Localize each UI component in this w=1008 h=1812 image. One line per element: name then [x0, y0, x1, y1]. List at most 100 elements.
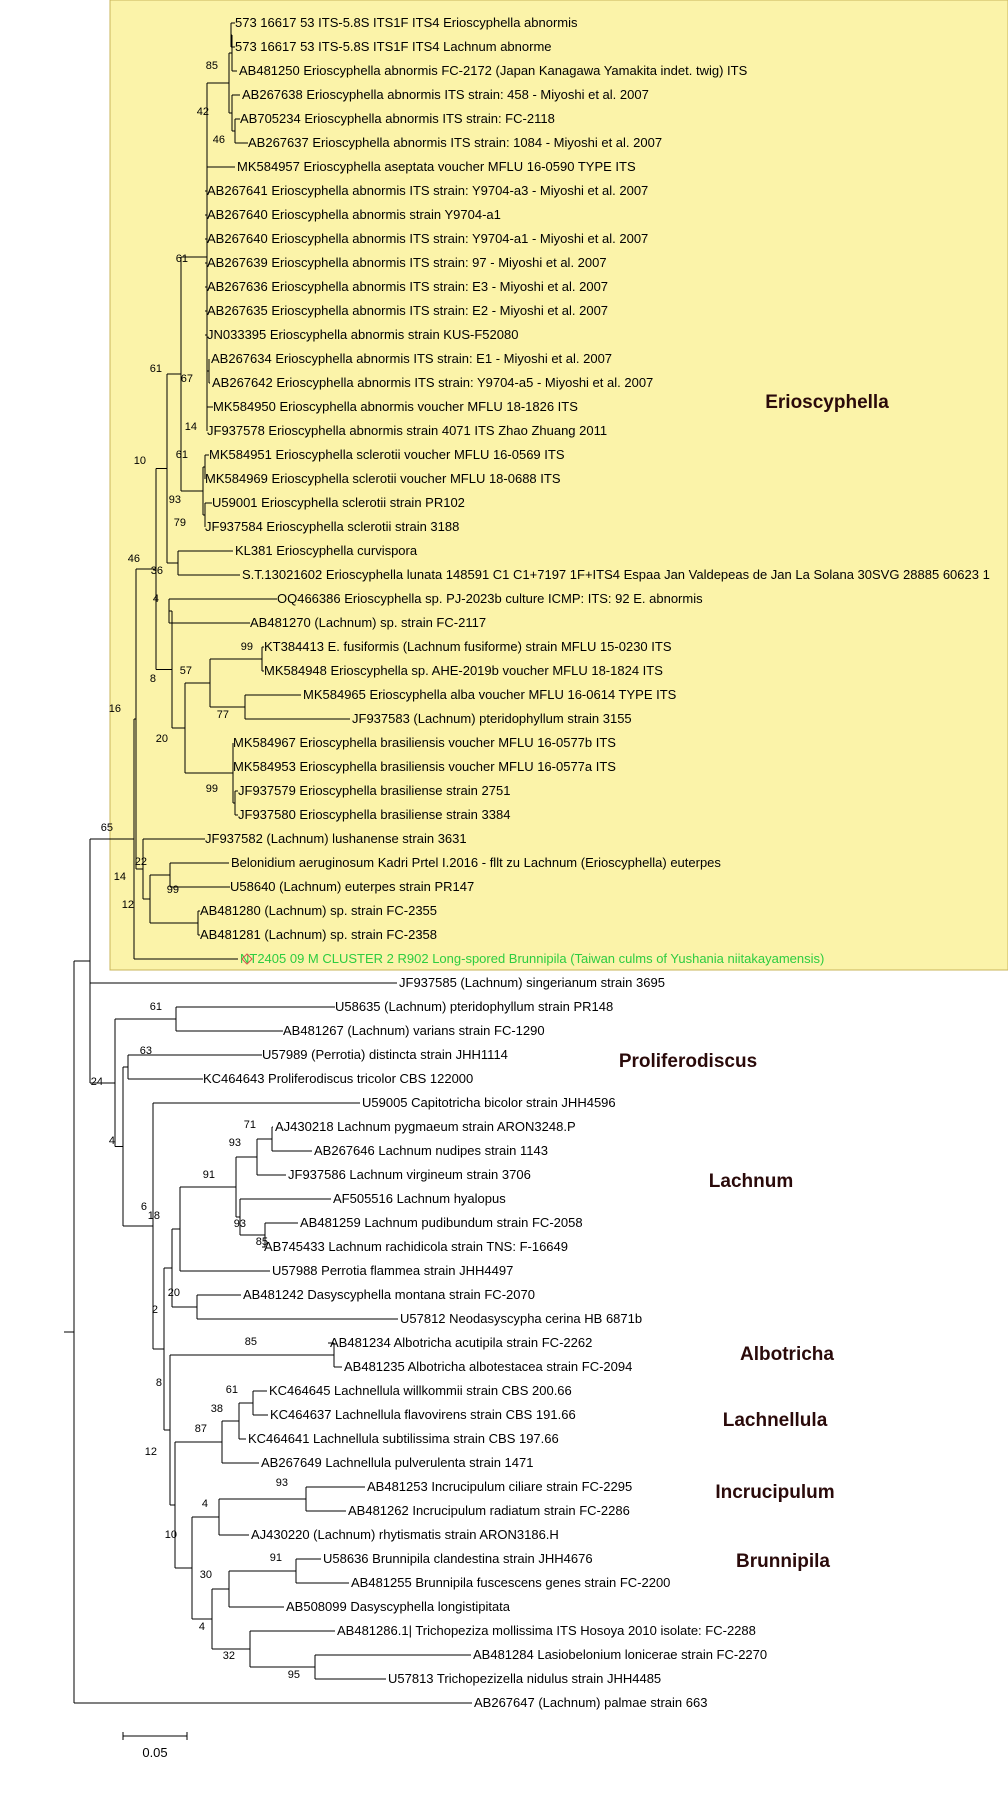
support-value: 61 [176, 253, 188, 265]
leaf-label: AJ430220 (Lachnum) rhytismatis strain AR… [251, 1527, 559, 1542]
query-marker-icon [241, 953, 253, 965]
support-value: 6 [141, 1201, 147, 1213]
leaf-label: AB745433 Lachnum rachidicola strain TNS:… [264, 1239, 568, 1254]
leaf-label: KC464645 Lachnellula willkommii strain C… [269, 1383, 572, 1398]
leaf-label: AB705234 Erioscyphella abnormis ITS stra… [240, 111, 555, 126]
leaf-label: AB481253 Incrucipulum ciliare strain FC-… [367, 1479, 632, 1494]
clade-label-erioscyphella: Erioscyphella [765, 392, 889, 413]
clade-label-proliferodiscus: Proliferodiscus [619, 1051, 757, 1072]
clade-label-incrucipulum: Incrucipulum [715, 1482, 834, 1503]
leaf-label: AB267634 Erioscyphella abnormis ITS stra… [211, 351, 612, 366]
leaf-label: AB481280 (Lachnum) sp. strain FC-2355 [200, 903, 437, 918]
support-value: 87 [195, 1423, 207, 1435]
scale-bar-label: 0.05 [142, 1745, 167, 1760]
support-value: 36 [151, 565, 163, 577]
leaf-label: MK584953 Erioscyphella brasiliensis vouc… [233, 759, 616, 774]
support-value: 93 [276, 1477, 288, 1489]
leaf-label: JF937578 Erioscyphella abnormis strain 4… [207, 423, 607, 438]
leaf-label: AB267639 Erioscyphella abnormis ITS stra… [207, 255, 607, 270]
support-value: 24 [91, 1076, 103, 1088]
support-value: 38 [211, 1403, 223, 1415]
support-value: 8 [156, 1377, 162, 1389]
tree-branches [64, 22, 472, 1704]
support-value: 85 [206, 60, 218, 72]
leaf-label: U58635 (Lachnum) pteridophyllum strain P… [335, 999, 613, 1014]
support-value: 20 [156, 733, 168, 745]
support-value: 85 [256, 1236, 268, 1248]
leaf-label: AB481281 (Lachnum) sp. strain FC-2358 [200, 927, 437, 942]
support-value: 32 [223, 1650, 235, 1662]
support-value: 77 [217, 709, 229, 721]
support-value: 46 [128, 553, 140, 565]
support-value: 12 [145, 1446, 157, 1458]
support-value: 91 [270, 1552, 282, 1564]
leaf-label: AB267646 Lachnum nudipes strain 1143 [314, 1143, 548, 1158]
support-value: 12 [122, 899, 134, 911]
clade-label-albotricha: Albotricha [740, 1344, 834, 1365]
leaf-label: U57812 Neodasyscypha cerina HB 6871b [400, 1311, 642, 1326]
support-value: 46 [213, 134, 225, 146]
leaf-labels: 573 16617 53 ITS-5.8S ITS1F ITS4 Erioscy… [200, 15, 990, 1710]
leaf-label: AB481235 Albotricha albotestacea strain … [344, 1359, 632, 1374]
leaf-label: MK584948 Erioscyphella sp. AHE-2019b vou… [264, 663, 663, 678]
support-value: 99 [167, 884, 179, 896]
support-value: 2 [152, 1304, 158, 1316]
support-value: 93 [169, 494, 181, 506]
support-value: 4 [199, 1621, 205, 1633]
leaf-label: KT384413 E. fusiformis (Lachnum fusiform… [264, 639, 672, 654]
support-value: 95 [288, 1669, 300, 1681]
leaf-label: U59005 Capitotricha bicolor strain JHH45… [362, 1095, 616, 1110]
clade-labels: ErioscyphellaProliferodiscusLachnumAlbot… [619, 392, 889, 1572]
leaf-label: AB267637 Erioscyphella abnormis ITS stra… [248, 135, 662, 150]
leaf-label: NT2405 09 M CLUSTER 2 R902 Long-spored B… [240, 951, 824, 966]
support-value: 93 [229, 1137, 241, 1149]
support-value: 4 [153, 593, 159, 605]
leaf-label: MK584969 Erioscyphella sclerotii voucher… [205, 471, 561, 486]
leaf-label: KC464643 Proliferodiscus tricolor CBS 12… [203, 1071, 473, 1086]
leaf-label: AF505516 Lachnum hyalopus [333, 1191, 506, 1206]
leaf-label: AB267649 Lachnellula pulverulenta strain… [261, 1455, 533, 1470]
support-value: 14 [185, 421, 197, 433]
leaf-label: AB267647 (Lachnum) palmae strain 663 [474, 1695, 707, 1710]
clade-label-lachnum: Lachnum [709, 1171, 793, 1192]
leaf-label: AB481262 Incrucipulum radiatum strain FC… [348, 1503, 630, 1518]
support-value: 99 [206, 783, 218, 795]
leaf-label: AB508099 Dasyscyphella longistipitata [286, 1599, 511, 1614]
leaf-label: 573 16617 53 ITS-5.8S ITS1F ITS4 Erioscy… [235, 15, 578, 30]
scale-bar: 0.05 [122, 1732, 188, 1760]
leaf-label: U57813 Trichopezizella nidulus strain JH… [388, 1671, 661, 1686]
support-value: 63 [140, 1045, 152, 1057]
support-value: 93 [234, 1218, 246, 1230]
support-value: 79 [174, 517, 186, 529]
leaf-label: S.T.13021602 Erioscyphella lunata 148591… [242, 567, 990, 582]
leaf-label: JF937583 (Lachnum) pteridophyllum strain… [352, 711, 632, 726]
leaf-label: AB481270 (Lachnum) sp. strain FC-2117 [250, 615, 486, 630]
support-value: 61 [150, 363, 162, 375]
leaf-label: AB481255 Brunnipila fuscescens genes str… [351, 1575, 670, 1590]
leaf-label: KL381 Erioscyphella curvispora [235, 543, 418, 558]
clade-label-lachnellula: Lachnellula [723, 1410, 828, 1431]
leaf-label: AB481286.1| Trichopeziza mollissima ITS … [337, 1623, 756, 1638]
leaf-label: U58640 (Lachnum) euterpes strain PR147 [230, 879, 474, 894]
leaf-label: AB267638 Erioscyphella abnormis ITS stra… [242, 87, 649, 102]
leaf-label: AB481242 Dasyscyphella montana strain FC… [243, 1287, 535, 1302]
leaf-label: JF937580 Erioscyphella brasiliense strai… [238, 807, 510, 822]
leaf-label: AB267635 Erioscyphella abnormis ITS stra… [207, 303, 608, 318]
erioscyphella-highlight-box [109, 0, 1008, 971]
leaf-label: 573 16617 53 ITS-5.8S ITS1F ITS4 Lachnum… [235, 39, 552, 54]
leaf-label: AB481234 Albotricha acutipila strain FC-… [330, 1335, 592, 1350]
support-value: 20 [168, 1287, 180, 1299]
leaf-label: AB481267 (Lachnum) varians strain FC-129… [283, 1023, 545, 1038]
leaf-label: AB267641 Erioscyphella abnormis ITS stra… [207, 183, 648, 198]
support-value: 22 [135, 856, 147, 868]
leaf-label: Belonidium aeruginosum Kadri Prtel I.201… [231, 855, 721, 870]
support-value: 61 [176, 449, 188, 461]
support-value: 57 [180, 665, 192, 677]
support-value: 10 [165, 1529, 177, 1541]
support-value: 61 [226, 1384, 238, 1396]
leaf-label: JF937586 Lachnum virgineum strain 3706 [288, 1167, 531, 1182]
leaf-label: KC464637 Lachnellula flavovirens strain … [270, 1407, 576, 1422]
support-value: 71 [244, 1119, 256, 1131]
leaf-label: AB481259 Lachnum pudibundum strain FC-20… [300, 1215, 583, 1230]
